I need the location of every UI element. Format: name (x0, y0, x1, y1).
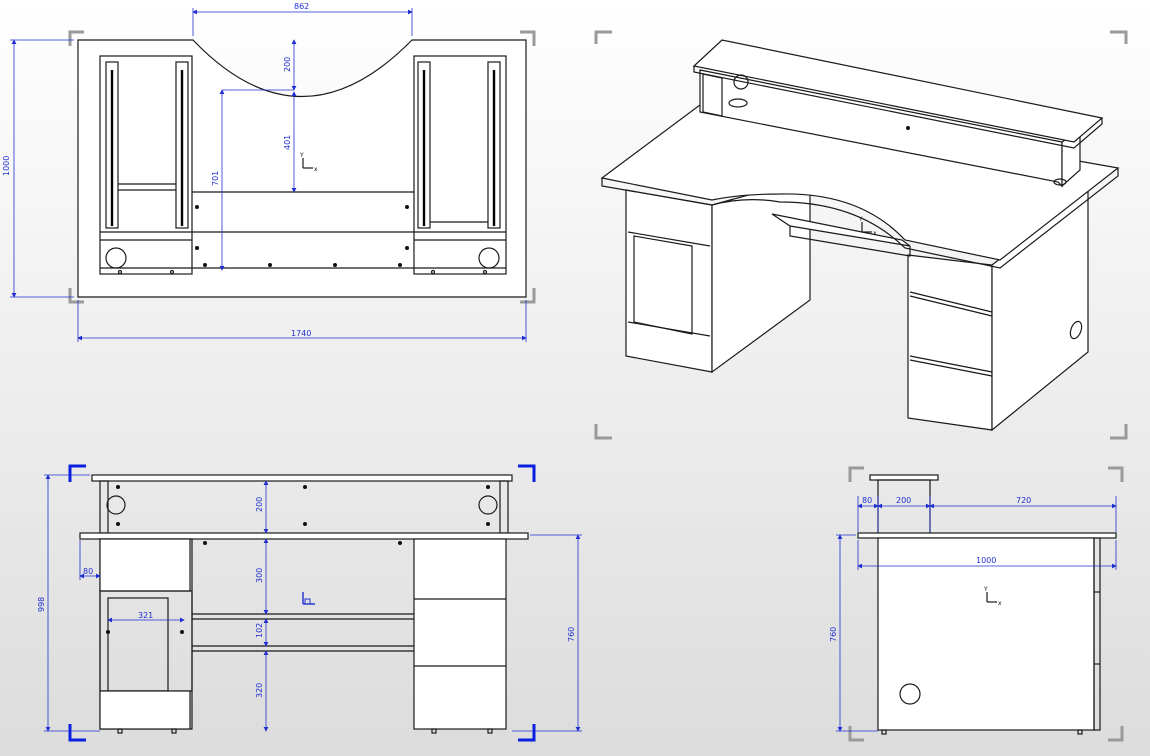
dim-total-width: 1740 (291, 329, 311, 338)
iso-view-frame (594, 30, 1128, 440)
iso-superstructure (692, 39, 1104, 188)
coordinate-axis-icon: Y x (983, 586, 1002, 607)
dim-inner-depth: 401 (283, 135, 292, 150)
cable-hole-icon (1069, 320, 1083, 340)
dim-width-top: 862 (294, 2, 309, 11)
svg-text:Y: Y (858, 216, 863, 223)
front-view-selection-frame (68, 464, 536, 742)
dim-offset: 80 (83, 567, 93, 576)
front-right-pedestal (413, 538, 507, 730)
isometric-view[interactable]: Y x (594, 30, 1128, 440)
iso-tabletop (600, 95, 1120, 261)
top-view[interactable]: Y x 862 1740 1000 200 401 701 (2, 2, 536, 342)
coordinate-axis-icon (302, 592, 315, 605)
svg-text:x: x (314, 166, 318, 173)
side-view[interactable]: Y x 80 200 720 1000 760 (829, 466, 1124, 742)
top-dimensions: 862 1740 1000 200 401 701 (2, 2, 527, 342)
top-right-pedestal (413, 55, 507, 275)
front-tabletop (79, 532, 529, 540)
coordinate-axis-icon: Y x (299, 152, 318, 173)
dim-side-height: 760 (829, 627, 838, 642)
iso-right-pedestal (907, 188, 1089, 432)
front-view[interactable]: 998 200 300 102 320 760 321 80 (37, 464, 582, 742)
cable-hole-icon (106, 495, 126, 515)
top-left-pedestal (99, 55, 193, 275)
svg-text:Y: Y (299, 152, 304, 159)
side-panel (877, 537, 1095, 731)
top-screws (117, 205, 488, 275)
dim-side-depth: 701 (211, 171, 220, 186)
dim-rear-depth: 720 (1016, 496, 1031, 505)
dim-lower-height: 320 (255, 683, 264, 698)
svg-text:x: x (998, 600, 1002, 607)
dim-drawer-height: 300 (255, 568, 264, 583)
dim-total-height: 998 (37, 597, 46, 612)
front-left-pedestal (99, 538, 193, 730)
dim-cutout: 200 (283, 57, 292, 72)
dim-depth: 1000 (2, 156, 11, 176)
svg-text:x: x (873, 230, 877, 237)
coordinate-axis-icon: Y x (858, 216, 877, 237)
dim-door-width: 321 (138, 611, 153, 620)
cable-hole-icon (478, 495, 498, 515)
dim-side-depth-total: 1000 (976, 556, 996, 565)
side-superstructure (869, 474, 939, 481)
cable-hole-icon (899, 683, 921, 705)
front-dimensions: 998 200 300 102 320 760 321 80 (37, 474, 582, 732)
svg-text:Y: Y (983, 586, 988, 593)
dim-superstructure: 200 (255, 497, 264, 512)
dim-table-height: 760 (567, 627, 576, 642)
iso-left-pedestal (625, 177, 811, 374)
top-desk-outline (77, 39, 527, 298)
dim-shelf-gap: 102 (255, 623, 264, 638)
dim-side-offset: 80 (862, 496, 872, 505)
side-dimensions: 80 200 720 1000 760 (829, 496, 1117, 732)
side-tabletop (857, 532, 1117, 539)
dim-shelf-depth: 200 (896, 496, 911, 505)
top-view-frame (68, 30, 536, 304)
front-superstructure (91, 474, 513, 534)
